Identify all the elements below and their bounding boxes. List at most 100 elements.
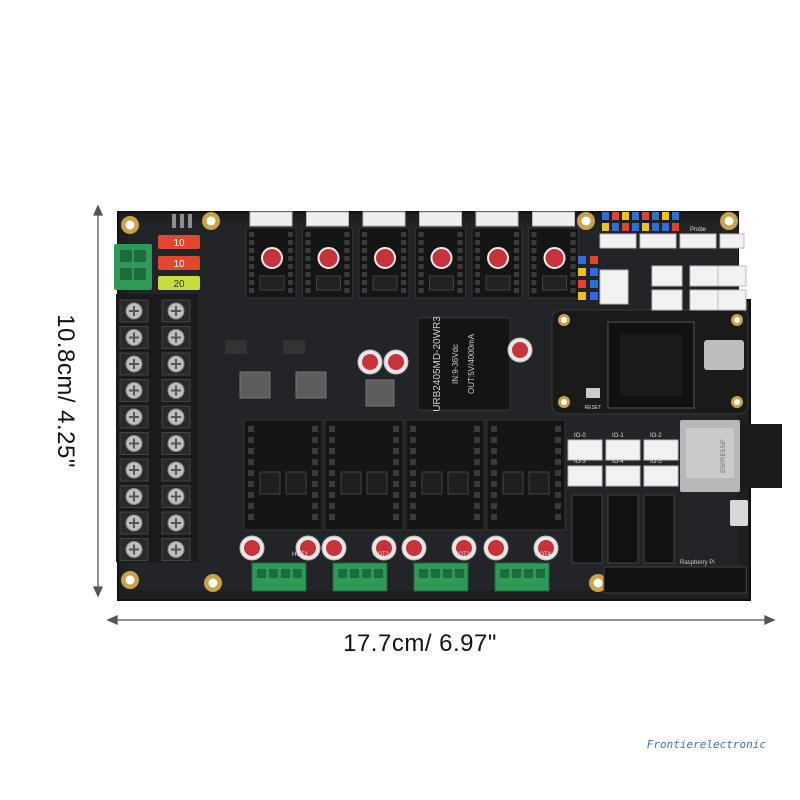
pin [491,426,497,432]
pin [393,459,399,465]
mounting-holes [121,212,738,592]
capacitor-top [362,354,378,370]
capacitor [543,247,566,269]
jumper-cap [602,212,609,220]
driver-chip [485,275,511,291]
capacitor-top [512,342,528,358]
terminal-slot [362,569,371,578]
pin [288,264,293,269]
jst-connector [599,233,637,249]
pin [248,437,254,443]
pin [491,459,497,465]
terminal-slot [443,569,452,578]
capacitor [317,247,340,269]
terminal-slot [257,569,266,578]
pin [401,280,406,285]
terminal-slot [338,569,347,578]
pin [410,437,416,443]
pin [288,232,293,237]
pin [344,280,350,285]
pin [249,288,254,293]
pin [305,264,311,269]
jst-connector [567,465,603,487]
pin [457,232,463,237]
inductors [225,340,395,407]
driver-chip [340,471,362,495]
pin [344,248,350,253]
jst-connector [679,233,717,249]
pin [329,503,335,509]
driver-chip [528,471,550,495]
pin [401,240,406,245]
pin [418,256,424,261]
pin [491,448,497,454]
pin [248,481,254,487]
capacitors [239,337,559,561]
pin [474,470,480,476]
pin [329,437,335,443]
jst-connector [475,211,519,227]
pin [475,256,480,261]
io-label: IO-0 [574,433,586,439]
terminal-slot [293,569,302,578]
pin [555,470,561,476]
capacitor [430,247,453,269]
pin [312,492,318,498]
io-label: IO-2 [650,433,662,439]
pin [570,248,576,253]
pin [288,256,293,261]
pin [248,514,254,520]
terminal-slot [350,569,359,578]
jumper-cap [662,223,669,231]
pin [312,470,318,476]
module-text: OUT:5V/4000mA [467,333,476,394]
driver-chip [259,275,285,291]
terminal-slot [431,569,440,578]
pin [312,503,318,509]
jst-connector [717,289,747,311]
pin [457,272,463,277]
heater-label: HOT4 [535,552,552,558]
pin [418,232,424,237]
pin [410,426,416,432]
pin [410,492,416,498]
pin [474,492,480,498]
pin [410,503,416,509]
jst-connector [306,211,349,227]
pin [555,437,561,443]
power-terminal [114,244,152,290]
terminal-slot [500,569,509,578]
pin [305,272,311,277]
jumper-cap [612,212,619,220]
height-dimension-label: 10.8cm/ 4.25" [52,314,79,468]
capacitor-top [406,540,422,556]
jst-connector [643,465,679,487]
pin [418,240,424,245]
capacitor-top [488,540,504,556]
jst-connector [249,211,293,227]
pin [249,232,254,237]
pin [288,248,293,253]
pin [475,280,480,285]
io-label: IO-4 [612,459,624,465]
pin [288,272,293,277]
pin [329,459,335,465]
jumper-cap [622,223,629,231]
pin [393,503,399,509]
pin [362,264,367,269]
pin [418,264,424,269]
terminal-slot [524,569,533,578]
driver-chip [421,471,443,495]
pin [570,240,576,245]
capacitor-top [244,540,260,556]
jst-connector [532,211,575,227]
dimension-lines [92,204,776,626]
pin [474,514,480,520]
pin [305,256,311,261]
driver-socket [243,419,323,531]
pin [329,470,335,476]
width-dimension-label: 17.7cm/ 6.97" [343,630,497,657]
pin [514,288,519,293]
